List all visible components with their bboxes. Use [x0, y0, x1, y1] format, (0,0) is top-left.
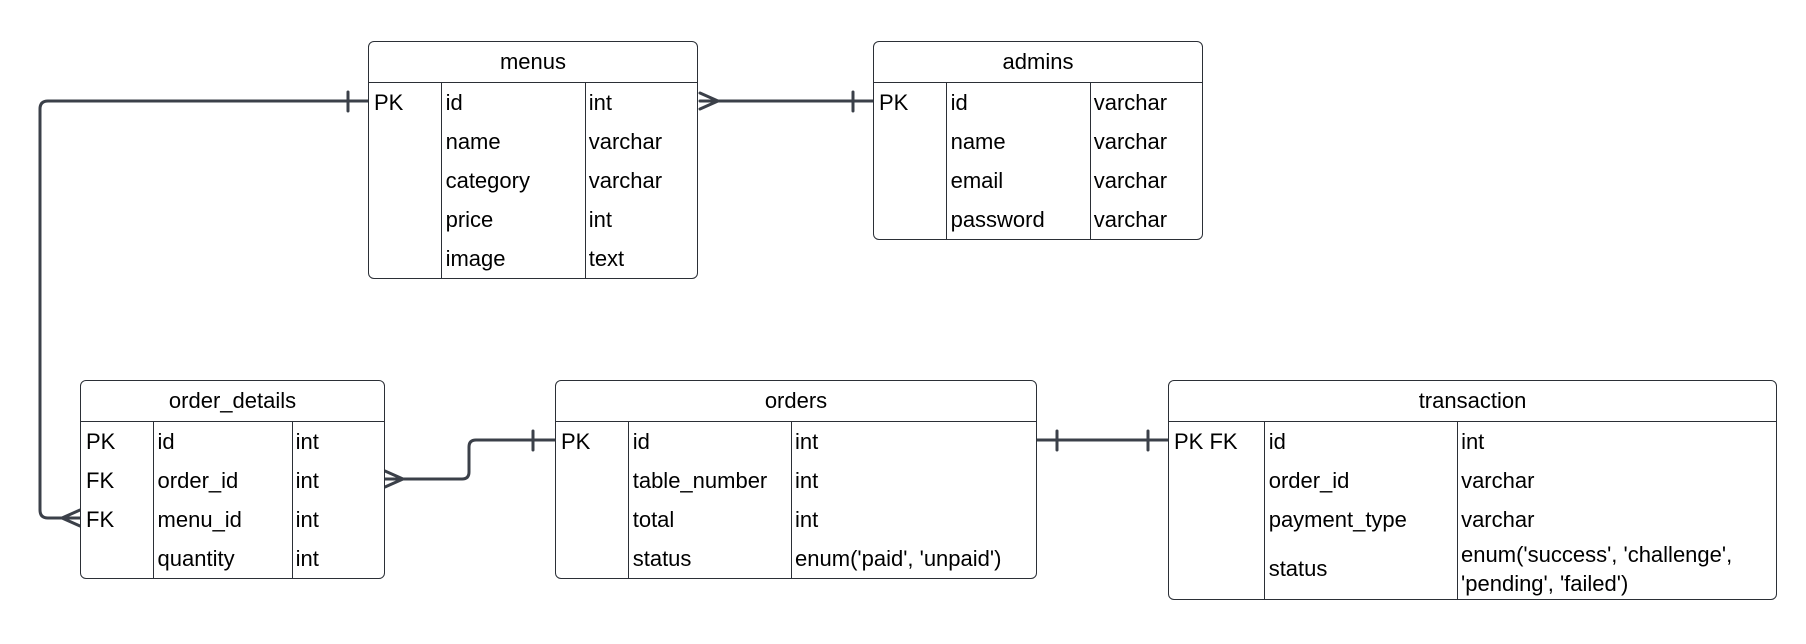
type-cell: varchar — [1093, 167, 1168, 193]
field-cell: id — [157, 428, 175, 454]
type-cell: int — [795, 506, 819, 532]
type-cell: enum('paid', 'unpaid') — [795, 545, 1002, 571]
entity-title: menus — [369, 42, 697, 83]
table-row: FK order_id int — [81, 461, 384, 500]
key-cell: PK — [879, 89, 909, 115]
table-row: password varchar — [874, 200, 1202, 239]
field-cell: name — [950, 128, 1006, 154]
entity-admins: admins PK id varchar name varchar email … — [873, 41, 1203, 240]
type-cell: int — [295, 545, 319, 571]
relationship-order-details-orders — [383, 438, 557, 481]
table-row: category varchar — [369, 161, 697, 200]
entity-orders: orders PK id int table_number int total … — [555, 380, 1037, 579]
type-cell: varchar — [1461, 467, 1535, 493]
entity-transaction: transaction PK FK id int order_id varcha… — [1168, 380, 1777, 600]
table-row: total int — [556, 500, 1036, 539]
table-row: name varchar — [369, 122, 697, 161]
field-cell: table_number — [632, 467, 768, 493]
entity-title: order_details — [81, 381, 384, 422]
relationship-menus-order-details — [38, 99, 370, 520]
field-cell: password — [950, 206, 1045, 232]
type-cell: int — [1461, 428, 1485, 454]
field-cell: order_id — [157, 467, 239, 493]
table-row: PK id int — [369, 83, 697, 122]
field-cell: price — [445, 206, 494, 232]
table-row: order_id varchar — [1169, 461, 1776, 500]
table-row: PK FK id int — [1169, 422, 1776, 461]
key-cell: PK — [561, 428, 591, 454]
key-cell: PK FK — [1174, 428, 1238, 454]
type-cell: varchar — [1461, 506, 1535, 532]
type-cell: int — [795, 467, 819, 493]
type-cell: int — [295, 467, 319, 493]
entity-title: transaction — [1169, 381, 1776, 422]
entity-title: admins — [874, 42, 1202, 83]
table-row: email varchar — [874, 161, 1202, 200]
entity-menus: menus PK id int name varchar category va… — [368, 41, 698, 279]
type-cell: int — [295, 506, 319, 532]
key-cell: PK — [374, 89, 404, 115]
field-cell: status — [1268, 556, 1328, 581]
entity-order-details: order_details PK id int FK order_id int … — [80, 380, 385, 579]
field-cell: email — [950, 167, 1004, 193]
field-cell: id — [445, 89, 463, 115]
key-cell: FK — [86, 506, 115, 532]
table-row: PK id int — [81, 422, 384, 461]
table-row: status enum('paid', 'unpaid') — [556, 539, 1036, 578]
field-cell: id — [632, 428, 650, 454]
type-cell: varchar — [1093, 89, 1168, 115]
table-row: FK menu_id int — [81, 500, 384, 539]
crowfoot-many-icon — [383, 469, 405, 489]
field-cell: status — [632, 545, 692, 571]
key-cell: PK — [86, 428, 116, 454]
table-row: image text — [369, 239, 697, 278]
type-cell: int — [795, 428, 819, 454]
field-cell: total — [632, 506, 675, 532]
field-cell: name — [445, 128, 501, 154]
type-cell: varchar — [588, 128, 663, 154]
table-row: PK id int — [556, 422, 1036, 461]
field-cell: id — [950, 89, 968, 115]
field-cell: image — [445, 245, 506, 271]
type-cell: int — [588, 89, 612, 115]
table-row: payment_type varchar — [1169, 500, 1776, 539]
type-cell: text — [588, 245, 625, 271]
crowfoot-many-icon — [60, 508, 82, 528]
crowfoot-many-icon — [698, 91, 720, 111]
table-row: table_number int — [556, 461, 1036, 500]
table-row: quantity int — [81, 539, 384, 578]
type-cell: varchar — [588, 167, 663, 193]
field-cell: quantity — [157, 545, 235, 571]
field-cell: id — [1268, 428, 1286, 454]
table-row: price int — [369, 200, 697, 239]
field-cell: menu_id — [157, 506, 242, 532]
type-cell: varchar — [1093, 206, 1168, 232]
entity-title: orders — [556, 381, 1036, 422]
field-cell: order_id — [1268, 467, 1350, 493]
type-cell: int — [295, 428, 319, 454]
key-cell: FK — [86, 467, 115, 493]
table-row: status enum('success', 'challenge', 'pen… — [1169, 539, 1776, 599]
type-cell: varchar — [1093, 128, 1168, 154]
table-row: PK id varchar — [874, 83, 1202, 122]
field-cell: category — [445, 167, 530, 193]
field-cell: payment_type — [1268, 506, 1407, 532]
table-row: name varchar — [874, 122, 1202, 161]
type-cell: enum('success', 'challenge', 'pending', … — [1461, 542, 1733, 596]
type-cell: int — [588, 206, 612, 232]
